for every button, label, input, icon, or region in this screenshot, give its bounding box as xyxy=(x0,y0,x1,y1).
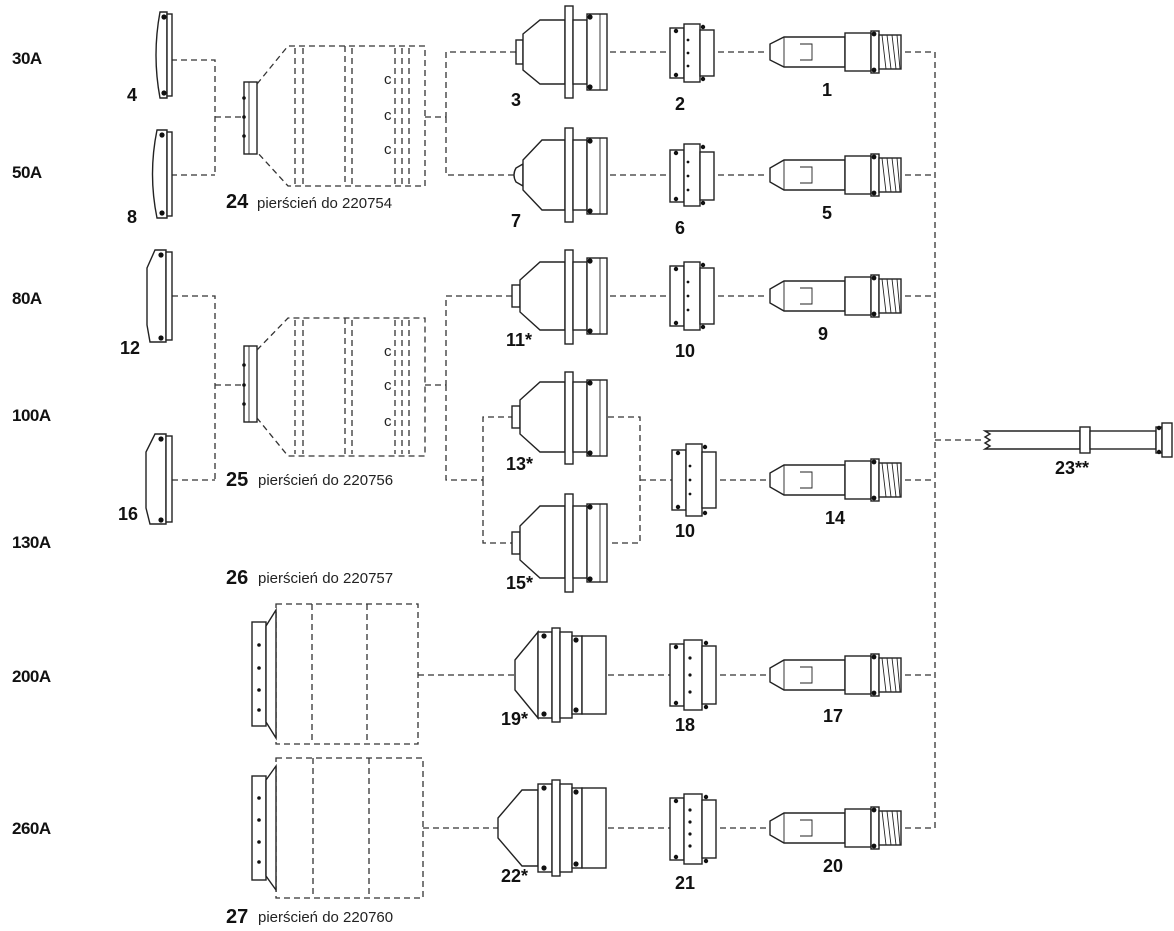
amp-label-30: 30A xyxy=(12,49,42,68)
retaining-cap-200a xyxy=(251,603,419,745)
shield-part-4 xyxy=(155,11,173,99)
retaining-cap-lower: ccc xyxy=(256,317,426,457)
electrode-part-1 xyxy=(769,30,902,74)
part-number-20: 20 xyxy=(823,856,843,876)
nozzle-part-22 xyxy=(497,779,607,877)
part-number-12: 12 xyxy=(120,338,140,358)
part-number-10-lower: 10 xyxy=(675,521,695,541)
part-number-19: 19* xyxy=(501,709,528,729)
part-number-26: 26 xyxy=(226,567,248,589)
caption-ring-25: pierścień do 220756 xyxy=(258,472,393,489)
electrode-part-14 xyxy=(769,458,902,502)
amp-label-260: 260A xyxy=(12,819,51,838)
part-number-7: 7 xyxy=(511,211,521,231)
retaining-cap-260a xyxy=(251,757,424,899)
nozzle-part-13 xyxy=(511,371,608,465)
shield-part-8 xyxy=(151,129,173,219)
svg-text:c: c xyxy=(384,107,392,124)
swirl-ring-part-10-upper xyxy=(669,261,715,331)
swirl-ring-part-18 xyxy=(669,639,717,711)
swirl-ring-part-21 xyxy=(669,793,717,865)
nozzle-part-11 xyxy=(511,249,608,345)
swirl-ring-part-10-lower xyxy=(671,443,717,517)
part-number-15: 15* xyxy=(506,573,533,593)
electrode-part-9 xyxy=(769,274,902,318)
svg-text:c: c xyxy=(384,343,392,360)
part-number-13: 13* xyxy=(506,454,533,474)
torch-tube-part-23 xyxy=(982,422,1173,458)
part-number-18: 18 xyxy=(675,715,695,735)
part-numbers: 4 8 12 16 24 25 26 27 3 7 11* 13* 15* 19… xyxy=(118,80,1089,928)
amp-label-200: 200A xyxy=(12,667,51,686)
caption-ring-24: pierścień do 220754 xyxy=(257,195,392,212)
part-number-27: 27 xyxy=(226,906,248,928)
nozzle-part-19 xyxy=(514,627,607,723)
part-number-3: 3 xyxy=(511,90,521,110)
part-number-23: 23** xyxy=(1055,458,1089,478)
part-number-8: 8 xyxy=(127,207,137,227)
part-number-5: 5 xyxy=(822,203,832,223)
part-number-14: 14 xyxy=(825,508,845,528)
ring-part-25 xyxy=(242,345,258,423)
shield-part-12 xyxy=(146,249,173,343)
part-number-25: 25 xyxy=(226,469,248,491)
svg-text:c: c xyxy=(384,413,392,430)
part-number-6: 6 xyxy=(675,218,685,238)
amp-label-80: 80A xyxy=(12,289,42,308)
nozzle-part-7 xyxy=(513,127,608,223)
electrode-part-5 xyxy=(769,153,902,197)
svg-text:c: c xyxy=(384,377,392,394)
nozzle-part-3 xyxy=(515,5,608,99)
ring-captions: pierścień do 220754 pierścień do 220756 … xyxy=(257,195,393,926)
amperage-labels: 30A 50A 80A 100A 130A 200A 260A xyxy=(12,49,51,838)
amp-label-130: 130A xyxy=(12,533,51,552)
part-number-1: 1 xyxy=(822,80,832,100)
svg-text:c: c xyxy=(384,141,392,158)
part-number-2: 2 xyxy=(675,94,685,114)
shield-part-16 xyxy=(145,433,173,525)
swirl-ring-part-6 xyxy=(669,143,715,207)
nozzle-part-15 xyxy=(511,493,608,593)
retaining-cap-upper: ccc xyxy=(256,45,426,187)
connector-lines xyxy=(171,51,985,829)
part-number-17: 17 xyxy=(823,706,843,726)
ring-part-24 xyxy=(242,81,258,155)
part-number-24: 24 xyxy=(226,191,249,213)
part-number-16: 16 xyxy=(118,504,138,524)
amp-label-50: 50A xyxy=(12,163,42,182)
caption-ring-27: pierścień do 220760 xyxy=(258,909,393,926)
part-number-4: 4 xyxy=(127,85,137,105)
svg-text:c: c xyxy=(384,71,392,88)
part-number-22: 22* xyxy=(501,866,528,886)
part-number-10-upper: 10 xyxy=(675,341,695,361)
amp-label-100: 100A xyxy=(12,406,51,425)
part-number-21: 21 xyxy=(675,873,695,893)
part-number-11: 11* xyxy=(506,330,532,350)
caption-ring-26: pierścień do 220757 xyxy=(258,570,393,587)
part-number-9: 9 xyxy=(818,324,828,344)
electrode-part-20 xyxy=(769,806,902,850)
electrode-part-17 xyxy=(769,653,902,697)
swirl-ring-part-2 xyxy=(669,23,715,83)
